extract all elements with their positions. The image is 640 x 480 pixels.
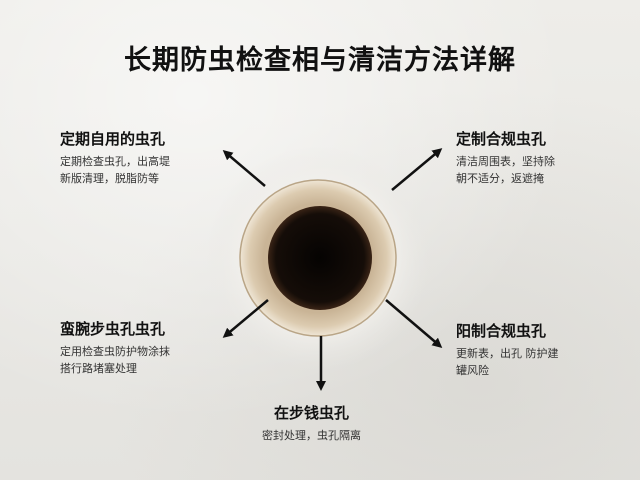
label-mid-right-desc-1: 更新表，出孔 防护建 (456, 347, 559, 360)
label-top-left-desc-1: 定期检查虫孔，出高堤 (60, 155, 170, 168)
label-top-left-desc-2: 新版清理，脱脂防等 (60, 172, 159, 185)
arrow-icon-top-left (222, 150, 266, 187)
label-top-left: 定期自用的虫孔 定期检查虫孔，出高堤 新版清理，脱脂防等 (60, 128, 170, 187)
label-top-right-desc-1: 清洁周围表，坚持除 (456, 155, 555, 168)
label-mid-right-heading: 阳制合规虫孔 (456, 322, 547, 340)
arrow-icon-mid-left (222, 299, 269, 338)
label-mid-right: 阳制合规虫孔 更新表，出孔 防护建 罐风险 (456, 320, 559, 379)
label-mid-left-desc-1: 定用检查虫防护物涂抹 (60, 345, 170, 358)
label-mid-left-desc-2: 搭行路堵塞处理 (60, 362, 137, 375)
label-top-right-desc-2: 朝不适分，返遮掩 (456, 172, 544, 185)
label-bottom-heading: 在步钱虫孔 (273, 404, 349, 422)
arrow-icon-mid-right (385, 299, 443, 348)
label-mid-left: 蛮腕步虫孔虫孔 定用检查虫防护物涂抹 搭行路堵塞处理 (60, 318, 170, 377)
arrow-icon-top-right (391, 148, 443, 191)
label-bottom: 在步钱虫孔 密封处理，虫孔隔离 (262, 402, 361, 444)
label-mid-left-heading: 蛮腕步虫孔虫孔 (60, 320, 166, 338)
label-top-right: 定制合规虫孔 清洁周围表，坚持除 朝不适分，返遮掩 (456, 128, 555, 187)
label-top-right-heading: 定制合规虫孔 (456, 130, 547, 148)
label-mid-right-desc-2: 罐风险 (456, 364, 489, 377)
label-bottom-desc-1: 密封处理，虫孔隔离 (262, 429, 361, 442)
page-title: 长期防虫检查相与清洁方法详解 (124, 45, 516, 76)
label-top-left-heading: 定期自用的虫孔 (60, 130, 166, 148)
